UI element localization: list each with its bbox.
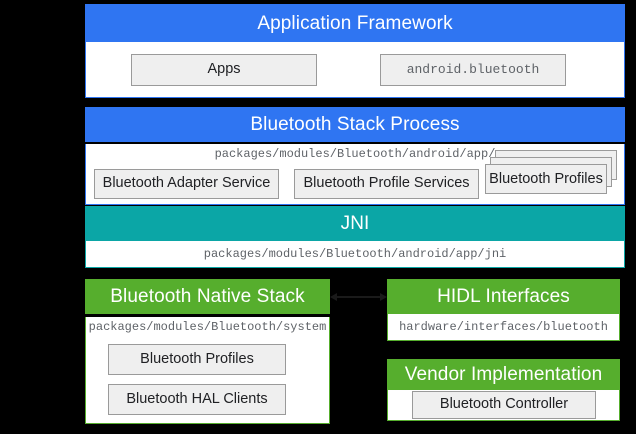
bluetooth-native-stack-body: packages/modules/Bluetooth/system Blueto…	[85, 317, 330, 424]
bluetooth-profiles-box[interactable]: Bluetooth Profiles	[108, 344, 286, 375]
bluetooth-stack-process-path: packages/modules/Bluetooth/android/app/	[214, 147, 496, 161]
application-framework-body: Apps android.bluetooth	[85, 42, 625, 98]
bluetooth-profiles-stack[interactable]: Bluetooth Profiles	[485, 150, 618, 200]
bluetooth-native-stack-header: Bluetooth Native Stack	[85, 279, 330, 314]
hidl-interfaces-header: HIDL Interfaces	[387, 279, 620, 314]
application-framework-header: Application Framework	[85, 4, 625, 42]
jni-body: packages/modules/Bluetooth/android/app/j…	[85, 241, 625, 268]
apps-box[interactable]: Apps	[131, 54, 317, 86]
jni-path: packages/modules/Bluetooth/android/app/j…	[203, 247, 507, 261]
bluetooth-stack-process-body: packages/modules/Bluetooth/android/app/ …	[85, 144, 625, 205]
bluetooth-profile-services-box[interactable]: Bluetooth Profile Services	[294, 169, 479, 199]
android-bluetooth-api-box[interactable]: android.bluetooth	[380, 54, 566, 86]
layer-bluetooth-stack-process: Bluetooth Stack Process packages/modules…	[85, 107, 625, 205]
bluetooth-native-stack-path: packages/modules/Bluetooth/system	[88, 320, 327, 334]
hidl-interfaces-body: hardware/interfaces/bluetooth	[387, 314, 620, 341]
layer-bluetooth-native-stack: Bluetooth Native Stack packages/modules/…	[85, 279, 330, 424]
connector-arrowhead-left	[330, 293, 337, 301]
bluetooth-stack-process-header: Bluetooth Stack Process	[85, 107, 625, 142]
vendor-implementation-header: Vendor Implementation	[387, 359, 620, 390]
bluetooth-hal-clients-box[interactable]: Bluetooth HAL Clients	[108, 384, 286, 415]
layer-vendor-implementation: Vendor Implementation Bluetooth Controll…	[387, 359, 620, 421]
bluetooth-adapter-service-box[interactable]: Bluetooth Adapter Service	[94, 169, 279, 199]
layer-jni: JNI packages/modules/Bluetooth/android/a…	[85, 206, 625, 268]
bluetooth-profiles-card-front[interactable]: Bluetooth Profiles	[485, 164, 607, 194]
bluetooth-controller-box[interactable]: Bluetooth Controller	[412, 391, 596, 419]
layer-application-framework: Application Framework Apps android.bluet…	[85, 4, 625, 98]
connector-line	[336, 296, 381, 298]
layer-hidl-interfaces: HIDL Interfaces hardware/interfaces/blue…	[387, 279, 620, 341]
connector-arrowhead-right	[380, 293, 387, 301]
hidl-interfaces-path: hardware/interfaces/bluetooth	[399, 320, 608, 334]
vendor-implementation-body: Bluetooth Controller	[387, 390, 620, 421]
jni-header: JNI	[85, 206, 625, 241]
native-stack-to-hidl-connector	[330, 292, 387, 302]
